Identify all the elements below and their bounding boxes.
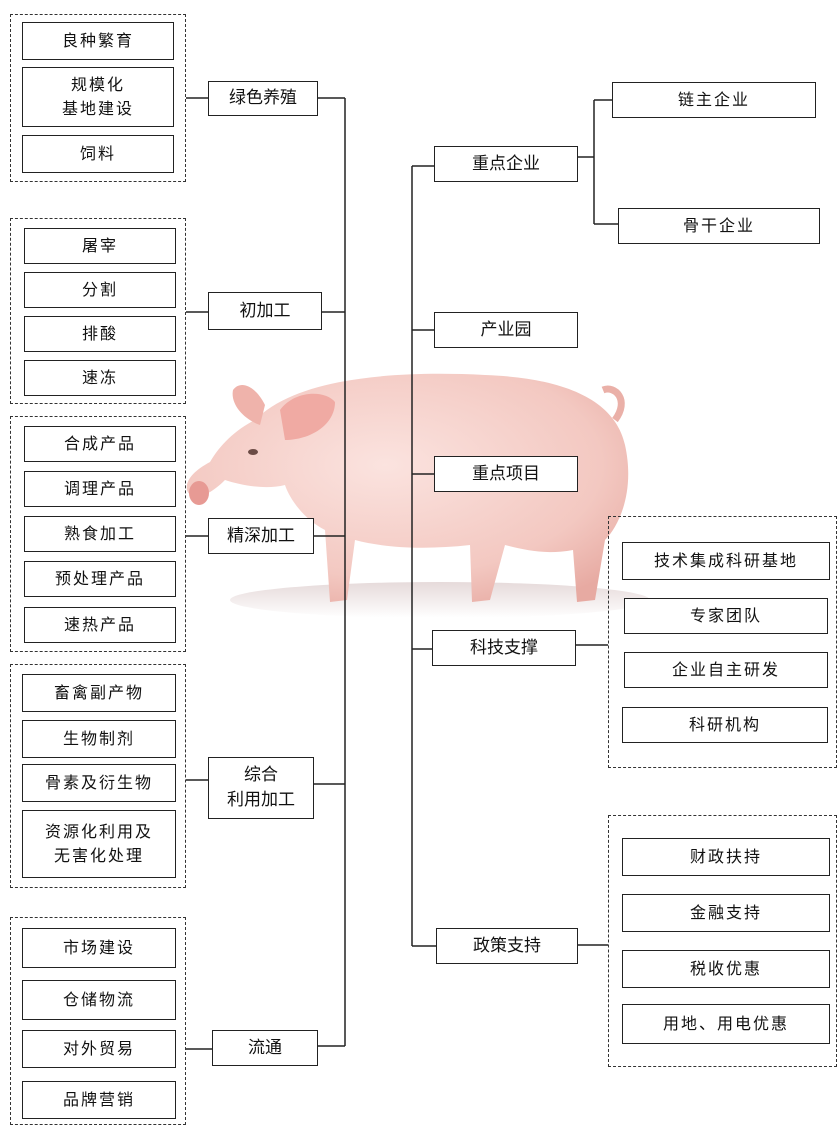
item-byproducts: 畜禽副产物: [22, 674, 176, 712]
item-biological-agents: 生物制剂: [22, 720, 176, 758]
item-base-construction: 规模化 基地建设: [22, 67, 174, 127]
category-comprehensive-utilization: 综合 利用加工: [208, 757, 314, 819]
item-finance-credit-support: 金融支持: [622, 894, 830, 932]
item-breeding: 良种繁育: [22, 22, 174, 60]
group-circulation: [10, 917, 186, 1125]
policy-support-node: 政策支持: [436, 928, 578, 964]
item-backbone-enterprise: 骨干企业: [618, 208, 820, 244]
industrial-park-node: 产业园: [434, 312, 578, 348]
item-foreign-trade: 对外贸易: [22, 1030, 176, 1068]
category-deep-processing: 精深加工: [208, 518, 314, 554]
category-circulation: 流通: [212, 1030, 318, 1066]
item-quick-heat-products: 速热产品: [24, 607, 176, 643]
item-enterprise-rnd: 企业自主研发: [624, 652, 828, 688]
item-land-power-incentives: 用地、用电优惠: [622, 1004, 830, 1044]
item-tax-incentives: 税收优惠: [622, 950, 830, 988]
item-tech-research-base: 技术集成科研基地: [622, 542, 830, 580]
key-project-node: 重点项目: [434, 456, 578, 492]
category-green-breeding: 绿色养殖: [208, 81, 318, 116]
item-warehousing-logistics: 仓储物流: [22, 980, 176, 1020]
group-green-breeding: [10, 14, 186, 182]
item-market-construction: 市场建设: [22, 928, 176, 968]
item-feed: 饲料: [22, 135, 174, 173]
item-chain-leader-enterprise: 链主企业: [612, 82, 816, 118]
item-bone-derivatives: 骨素及衍生物: [22, 764, 176, 802]
item-brand-marketing: 品牌营销: [22, 1081, 176, 1119]
item-preprocessed-products: 预处理产品: [24, 561, 176, 597]
pig-illustration: [186, 373, 650, 618]
item-research-institutions: 科研机构: [622, 707, 828, 743]
item-expert-team: 专家团队: [624, 598, 828, 634]
item-cutting: 分割: [24, 272, 176, 308]
item-acid-discharge: 排酸: [24, 316, 176, 352]
item-cooked-food: 熟食加工: [24, 516, 176, 552]
item-quick-freeze: 速冻: [24, 360, 176, 396]
category-primary-processing: 初加工: [208, 292, 322, 330]
group-deep-processing: [10, 416, 186, 652]
group-comprehensive-utilization: [10, 664, 186, 888]
item-financial-support: 财政扶持: [622, 838, 830, 876]
item-synthetic-products: 合成产品: [24, 426, 176, 462]
tech-support-node: 科技支撑: [432, 630, 576, 666]
key-enterprise-node: 重点企业: [434, 146, 578, 182]
item-prepared-products: 调理产品: [24, 471, 176, 507]
item-resource-utilization: 资源化利用及 无害化处理: [22, 810, 176, 878]
item-slaughter: 屠宰: [24, 228, 176, 264]
group-primary-processing: [10, 218, 186, 404]
